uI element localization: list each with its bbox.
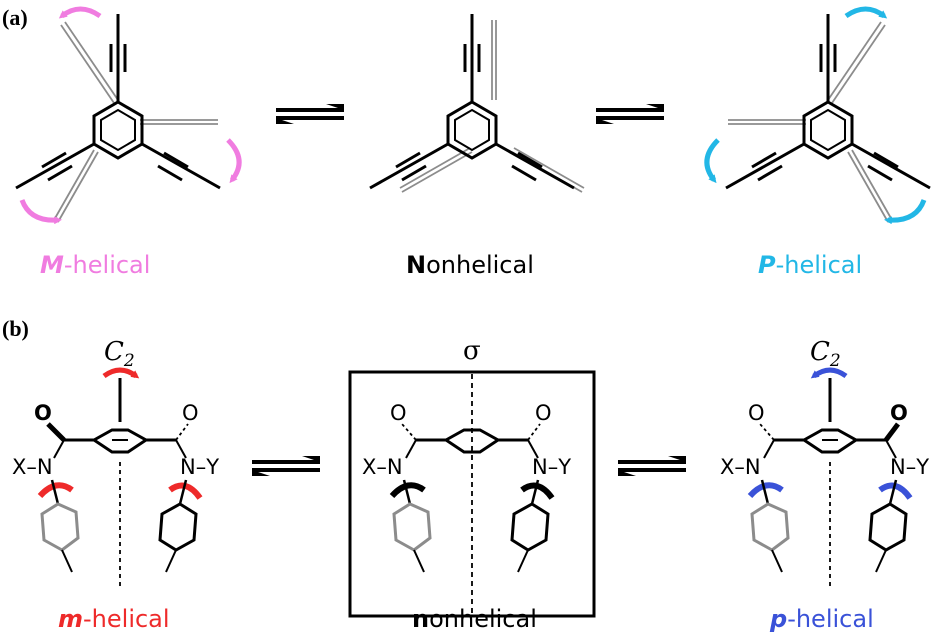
equilibrium-arrow-b2 (618, 456, 686, 476)
black-alkyne-arms (15, 14, 221, 190)
nonhelical-molecule-a (369, 14, 585, 193)
caption-m-rest: -helical (64, 251, 151, 279)
tolyl-ring-gray-right (750, 502, 790, 552)
oxygen-right-left: O (748, 401, 765, 425)
caption-n-b-prefix: n (412, 605, 429, 633)
panel-a-label: (a) (2, 5, 28, 30)
x-n-label-left: X–N (12, 455, 53, 479)
m-helical-molecule (15, 6, 242, 225)
caption-m-prefix: M (40, 251, 64, 279)
equilibrium-arrow-a2 (596, 104, 664, 124)
n-y-label-right: N–Y (890, 455, 929, 479)
caption-p-b-prefix: p (769, 605, 787, 633)
oxygen-left: O (34, 401, 52, 425)
mirror-plane-box (348, 370, 596, 618)
gray-alkyne-arms (53, 21, 218, 223)
gray-alkyne-arms (399, 20, 585, 193)
x-n-label-mid: X–N (362, 455, 403, 479)
gray-alkyne-arms (728, 21, 893, 223)
p-helical-amide: C2 O O X–N N–Y (720, 337, 929, 590)
caption-p-helical-b: p-helical (769, 605, 874, 633)
torsion-arc-right-a (747, 482, 784, 499)
oxygen-mid-right: O (535, 401, 552, 425)
caption-m-helical-b: m-helical (58, 605, 170, 633)
p-helical-molecule (704, 6, 931, 225)
sigma-label: σ (463, 336, 481, 366)
caption-n-rest: onhelical (426, 251, 534, 279)
m-helical-amide: C2 O O X–N N–Y (12, 337, 219, 590)
c2-rotation-arrow-right (810, 367, 848, 379)
caption-m-b-prefix: m (58, 605, 83, 633)
equilibrium-arrow-a1 (276, 104, 344, 124)
n-y-label-left: N–Y (180, 455, 219, 479)
tolyl-ring-black-left (158, 502, 198, 552)
caption-p-prefix: P (758, 251, 776, 279)
c2-axis-label-left: C2 (104, 337, 135, 371)
caption-p-rest: -helical (776, 251, 863, 279)
x-n-label-right: X–N (720, 455, 761, 479)
caption-nonhelical-b: nonhelical (412, 605, 537, 633)
p-rotation-arrows (704, 6, 927, 225)
c2-axis-label-right: C2 (810, 337, 841, 371)
caption-p-helical: P-helical (758, 251, 862, 279)
oxygen-right-right: O (890, 401, 908, 425)
c2-rotation-arrow-left (102, 367, 140, 379)
black-alkyne-arms (725, 14, 931, 190)
m-rotation-arrows (19, 6, 242, 225)
torsion-arc-left-a (37, 482, 74, 499)
tolyl-ring-black-right (868, 502, 908, 552)
oxygen-mid-left: O (390, 401, 407, 425)
caption-m-helical: M-helical (40, 251, 150, 279)
caption-n-prefix: N (406, 251, 426, 279)
n-y-label-mid: N–Y (532, 455, 571, 479)
black-alkyne-arms (369, 14, 575, 190)
caption-nonhelical-a: Nonhelical (406, 251, 534, 279)
equilibrium-arrow-b1 (252, 456, 320, 476)
caption-n-b-rest: onhelical (429, 605, 537, 633)
caption-p-b-rest: -helical (787, 605, 874, 633)
caption-m-b-rest: -helical (83, 605, 170, 633)
oxygen-right: O (182, 401, 199, 425)
nonhelical-amide: O O X–N N–Y (362, 374, 571, 614)
panel-b-label: (b) (2, 316, 29, 341)
tolyl-ring-gray-left (40, 502, 80, 552)
